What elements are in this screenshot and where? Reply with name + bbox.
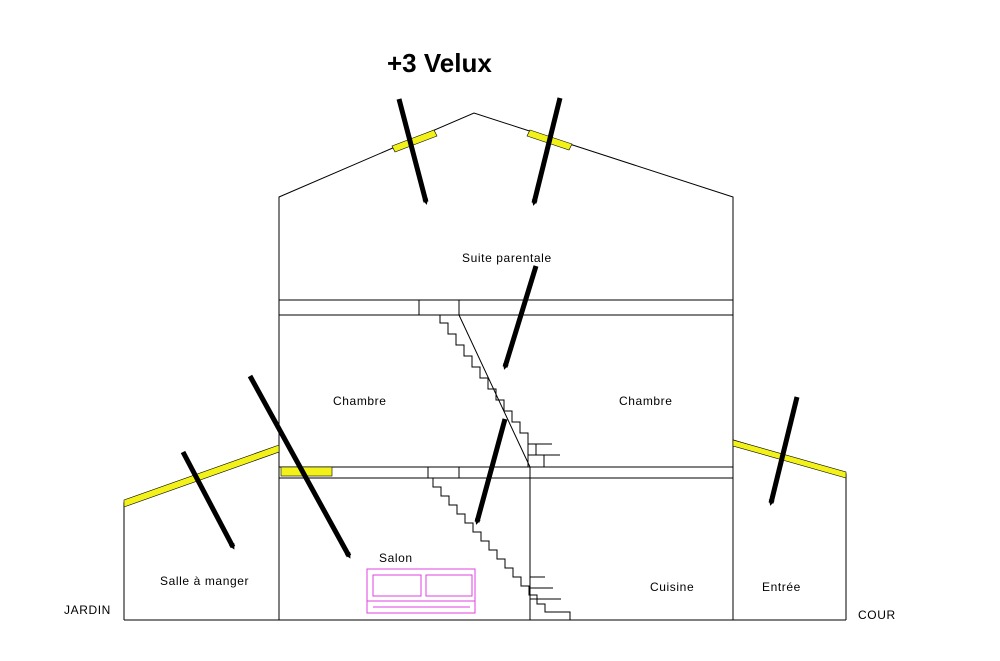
arrow-entree [768,396,800,506]
arrow-roof-left [396,98,429,205]
middle-floor-slab [278,466,734,479]
side-label-jardin: JARDIN [64,603,111,617]
arrow-stair-lower [474,418,508,525]
room-label-entree: Entrée [762,580,801,594]
arrow-salle-a-manger [180,450,236,550]
velux-roof-left [391,129,438,153]
room-label-chambre-right: Chambre [619,394,673,408]
side-label-cour: COUR [858,608,896,622]
arrow-salon [247,374,352,559]
arrow-stair-upper [502,265,539,370]
main-building-outline [278,112,734,620]
room-label-cuisine: Cuisine [650,580,694,594]
sofa-icon [366,568,476,614]
room-label-chambre-left: Chambre [333,394,387,408]
arrow-roof-right [531,97,563,206]
room-label-suite-parentale: Suite parentale [462,251,552,265]
upper-stair-stringer [458,314,531,468]
room-label-salon: Salon [379,551,413,565]
light-arrows [180,97,800,559]
velux-left-extension [123,444,280,508]
upper-floor-slab [278,299,734,316]
velux-right-extension [732,439,847,479]
diagram-title: +3 Velux [387,48,492,78]
room-label-salle-a-manger: Salle à manger [160,574,249,588]
lower-stair-flight [432,478,571,620]
